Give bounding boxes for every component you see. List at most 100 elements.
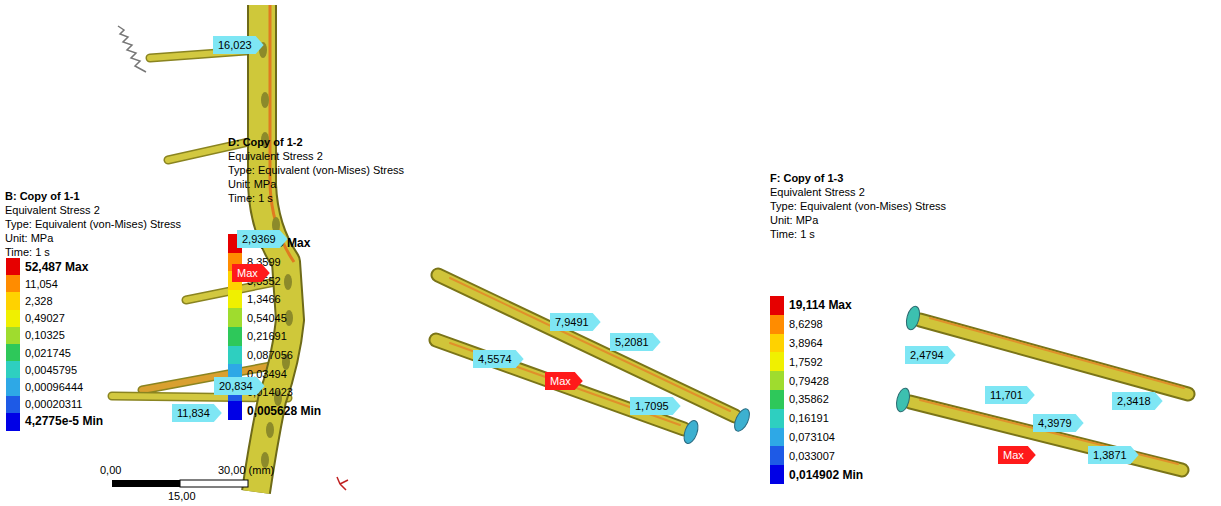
scale-value: 0,021745 [25, 347, 71, 359]
scale-value: 4,2775e-5 Min [25, 414, 103, 428]
scale-swatch [6, 413, 20, 431]
scale-swatch [6, 292, 20, 310]
probe-value: 2,9369 [242, 233, 276, 245]
panel-title: B: Copy of 1-1 [5, 190, 80, 203]
scale-value: 8,6298 [789, 318, 823, 330]
scale-value: 19,114 Max [789, 298, 852, 312]
probe-value: 2,4794 [910, 349, 944, 361]
probe-value: 2,3418 [1117, 395, 1151, 407]
panel-info: Equivalent Stress 2 [5, 204, 100, 217]
probe-value: 1,7095 [635, 400, 669, 412]
scale-value: 0,35862 [789, 393, 829, 405]
scale-value: 0,087056 [247, 349, 293, 361]
result-probe: 2,9369 [237, 230, 288, 248]
scale-swatch [770, 352, 784, 371]
probe-value: 11,834 [177, 407, 210, 419]
scale-value: 30,00 (mm) [218, 464, 274, 477]
probe-value: 1,3871 [1093, 449, 1127, 461]
probe-value: 5,2081 [615, 336, 649, 348]
screws-f [894, 305, 1188, 470]
scale-swatch [228, 327, 242, 346]
scale-value: 0,033007 [789, 450, 835, 462]
scale-swatch [6, 327, 20, 345]
scale-swatch [6, 378, 20, 396]
spring-symbol [118, 26, 146, 72]
result-probe: 11,701 [985, 386, 1035, 404]
scale-swatch [770, 334, 784, 353]
panel-title: F: Copy of 1-3 [770, 172, 843, 185]
probe-value: Max [1003, 449, 1024, 461]
result-probe: 4,3979 [1033, 414, 1084, 432]
probe-value: 7,9491 [555, 316, 589, 328]
axis-triad [337, 477, 348, 490]
probe-value: 4,5574 [478, 353, 512, 365]
result-probe: Max [545, 372, 583, 390]
screws-d [436, 275, 753, 445]
result-probe: 2,4794 [905, 346, 956, 364]
scale-value: 1,3466 [247, 293, 281, 305]
scale-value: 0,014902 Min [789, 468, 863, 482]
scale-value: 52,487 Max [25, 260, 88, 274]
scale-bar [112, 480, 248, 487]
result-probe: Max [998, 446, 1036, 464]
scale-value: 15,00 [168, 490, 196, 503]
result-probe: 5,2081 [610, 333, 661, 351]
scale-value: 0,0045795 [25, 364, 77, 376]
panel-info: Equivalent Stress 2 [770, 186, 865, 199]
scale-swatch [6, 275, 20, 293]
probe-value: 11,701 [990, 389, 1023, 401]
panel-title: D: Copy of 1-2 [228, 136, 303, 149]
scale-value: 0,16191 [789, 412, 829, 424]
scale-value: 2,328 [25, 295, 53, 307]
scale-value: 0,00 [100, 464, 121, 477]
result-probe: 11,834 [172, 404, 222, 422]
result-probe: 2,3418 [1112, 392, 1163, 410]
probe-value: 4,3979 [1038, 417, 1072, 429]
scale-swatch [228, 308, 242, 327]
probe-value: 20,834 [219, 380, 253, 392]
scale-swatch [770, 315, 784, 334]
scale-value: 3,8964 [789, 337, 823, 349]
scale-swatch [770, 428, 784, 447]
panel-info: Type: Equivalent (von-Mises) Stress [5, 218, 181, 231]
probe-value: 16,023 [218, 39, 252, 51]
scale-value: 0,79428 [789, 375, 829, 387]
scale-swatch [228, 401, 242, 420]
scale-swatch [770, 446, 784, 465]
scale-swatch [6, 344, 20, 362]
scale-swatch [6, 396, 20, 414]
scale-value: 0,49027 [25, 312, 65, 324]
scale-value: 11,054 [25, 278, 58, 290]
scale-value: 0,00020311 [25, 398, 82, 410]
scale-swatch [6, 258, 20, 276]
probe-value: Max [550, 375, 571, 387]
scale-swatch [770, 371, 784, 390]
scale-value: 0,54045 [247, 312, 287, 324]
result-probe: Max [232, 264, 270, 282]
panel-info: Time: 1 s [770, 228, 815, 241]
probe-value: Max [237, 267, 258, 279]
scale-swatch [6, 361, 20, 379]
scale-swatch [770, 409, 784, 428]
scale-swatch [770, 296, 784, 315]
panel-info: Unit: MPa [5, 232, 53, 245]
scale-value: 0,00096444 [25, 381, 83, 393]
scale-swatch [770, 465, 784, 484]
scale-value: 0,10325 [25, 329, 65, 341]
panel-info: Type: Equivalent (von-Mises) Stress [228, 164, 404, 177]
scale-value: 0,005628 Min [247, 404, 321, 418]
panel-info: Unit: MPa [228, 178, 276, 191]
result-probe: 1,3871 [1088, 446, 1139, 464]
result-probe: 1,7095 [630, 397, 681, 415]
scale-value: 1,7592 [789, 356, 823, 368]
panel-info: Unit: MPa [770, 214, 818, 227]
panel-info: Type: Equivalent (von-Mises) Stress [770, 200, 946, 213]
result-probe: 4,5574 [473, 350, 524, 368]
result-probe: 20,834 [214, 377, 265, 395]
result-probe: 7,9491 [550, 313, 601, 331]
scale-value: 0,073104 [789, 431, 835, 443]
scale-swatch [228, 346, 242, 365]
scale-swatch [770, 390, 784, 409]
scale-value: 0,21691 [247, 330, 287, 342]
panel-info: Equivalent Stress 2 [228, 150, 323, 163]
